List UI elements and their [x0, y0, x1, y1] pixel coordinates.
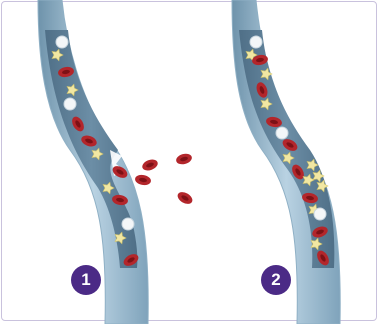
- vessel-1-lumen: [45, 30, 137, 268]
- red-blood-cell: [175, 152, 193, 166]
- panel-1-number-badge: 1: [71, 265, 101, 295]
- white-blood-cell: [276, 127, 288, 139]
- white-blood-cell: [314, 208, 326, 220]
- white-blood-cell: [122, 218, 134, 230]
- white-blood-cell: [56, 36, 68, 48]
- white-blood-cell: [250, 36, 262, 48]
- white-blood-cell: [64, 98, 76, 110]
- panel-2-number-badge: 2: [261, 265, 291, 295]
- red-blood-cell: [134, 174, 151, 187]
- red-blood-cell: [176, 190, 195, 207]
- red-blood-cell: [141, 158, 159, 173]
